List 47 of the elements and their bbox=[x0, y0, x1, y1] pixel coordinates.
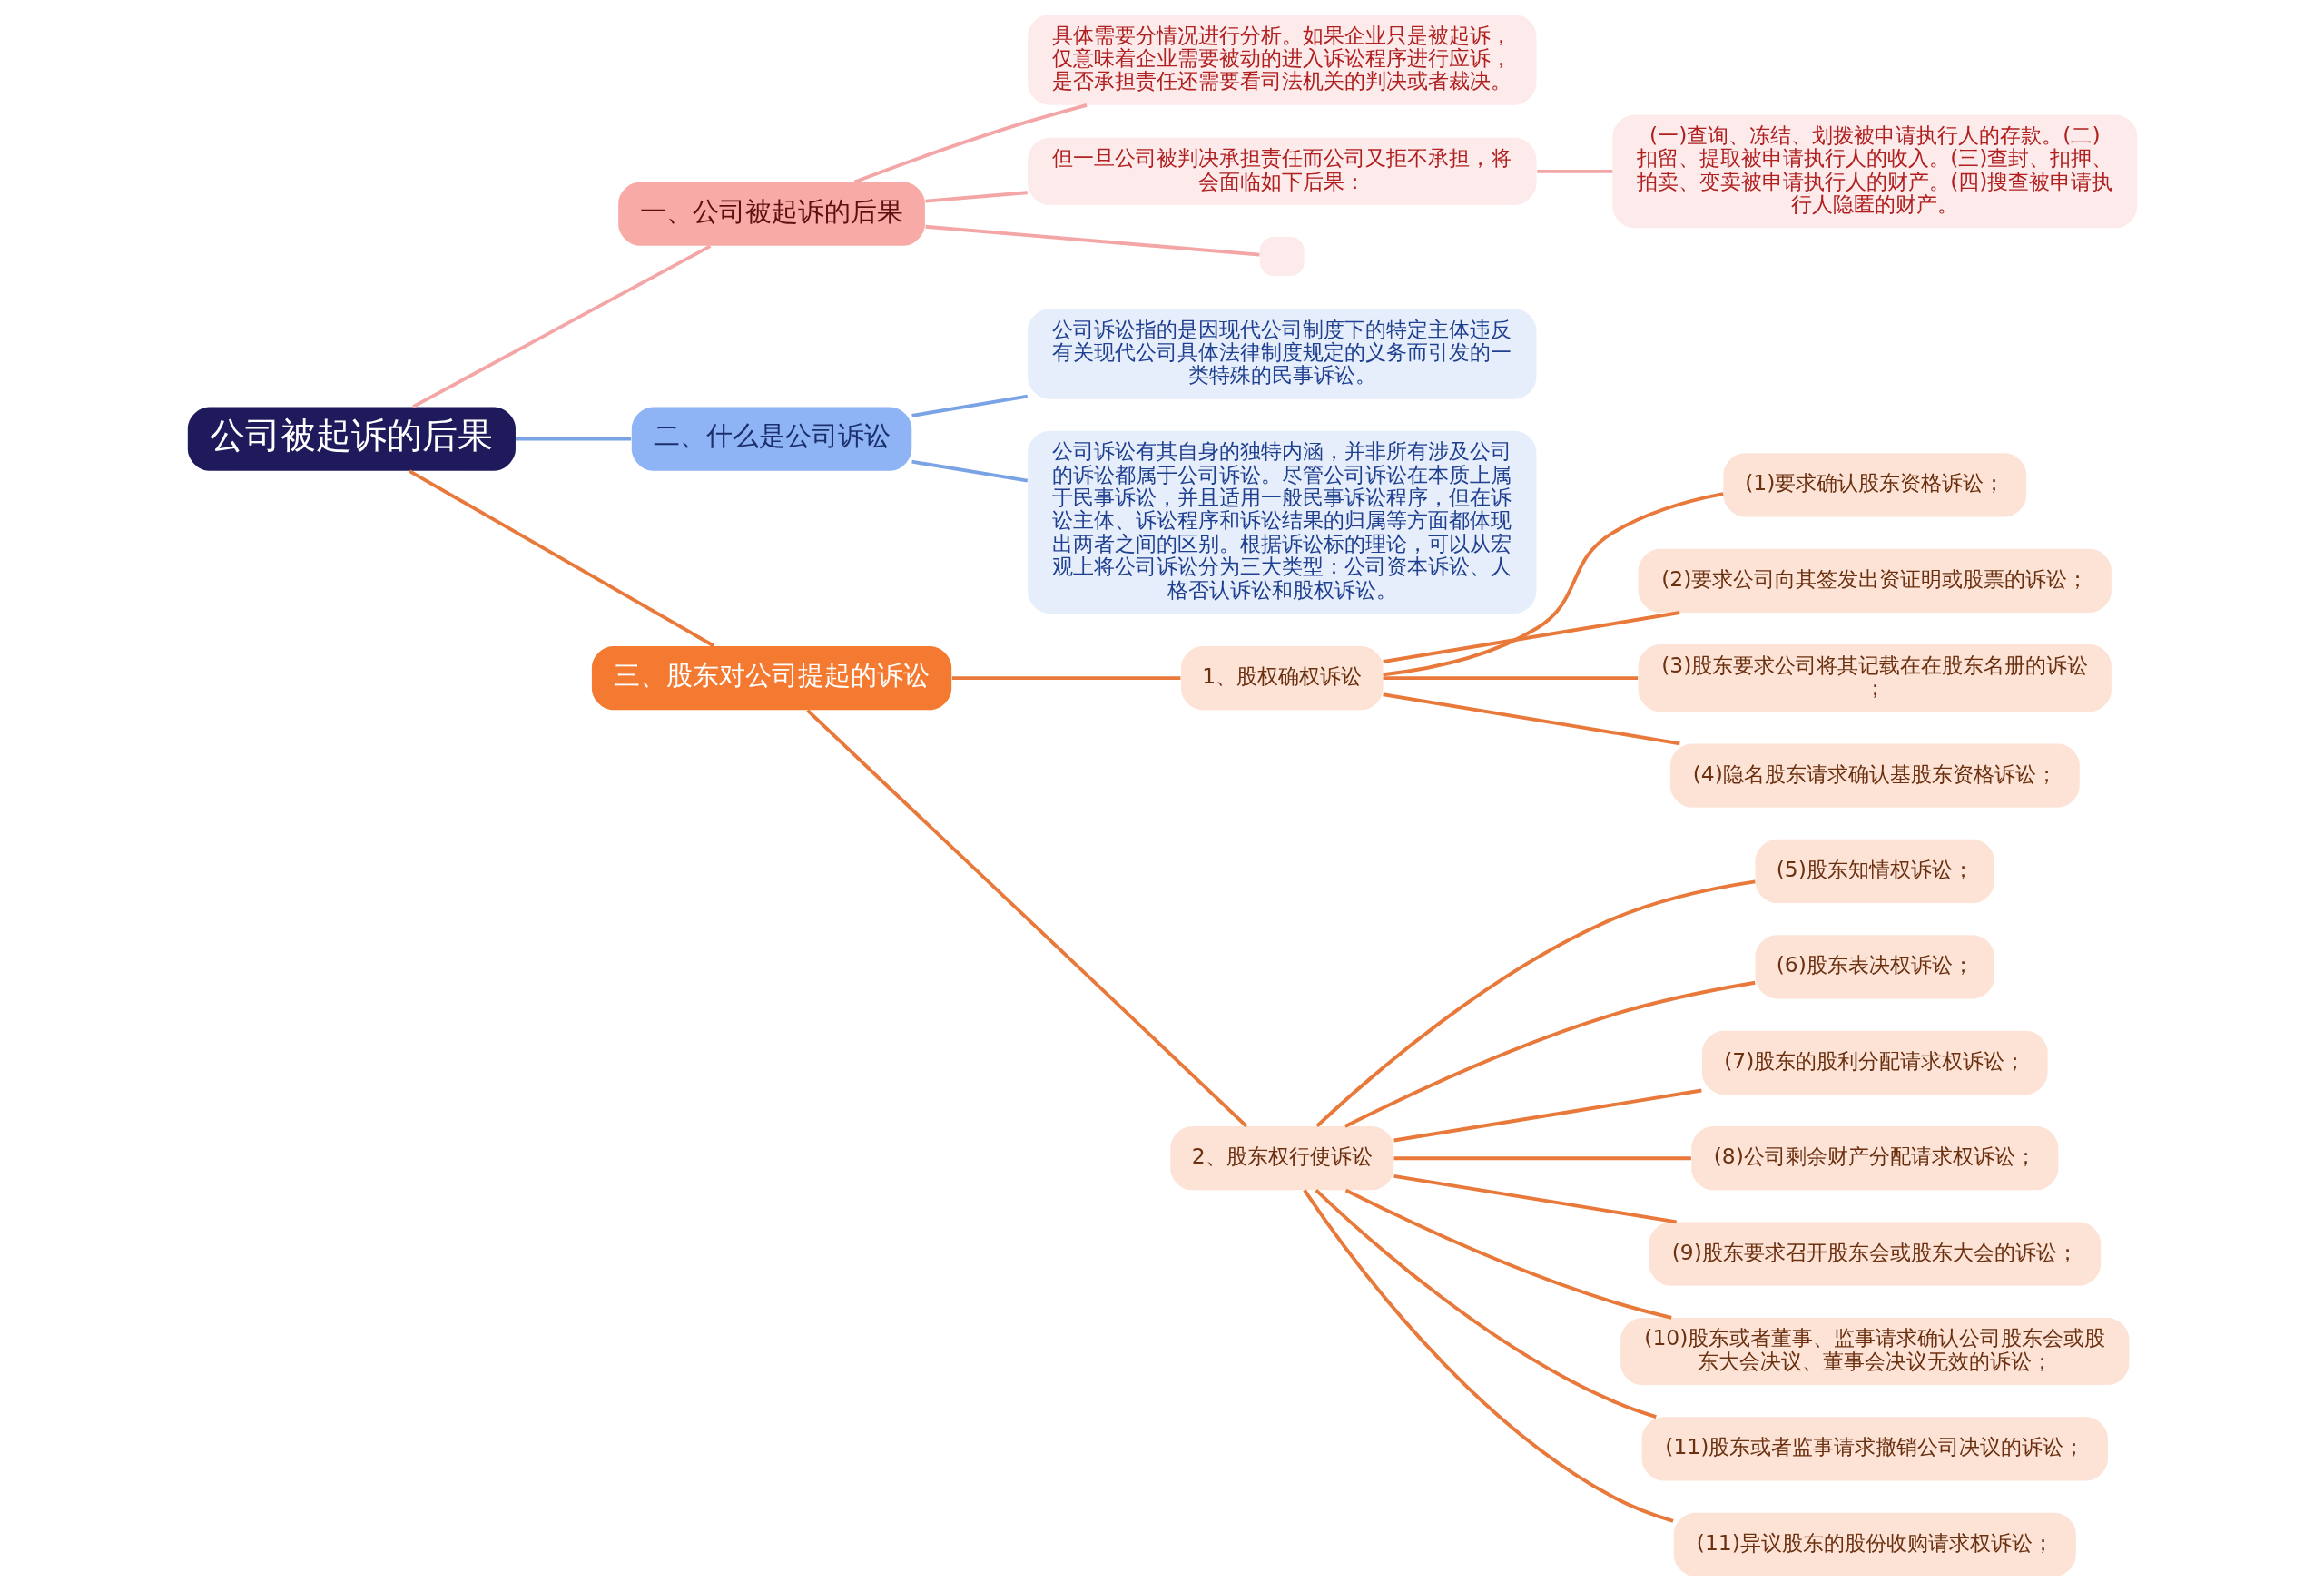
node-box: 二、什么是公司诉讼 bbox=[631, 407, 911, 471]
connector bbox=[924, 191, 1028, 203]
node-box: 具体需要分情况进行分析。如果企业只是被起诉，仅意味着企业需要被动的进入诉讼程序进行应诉，是否承担责任还需要看司法机关的判决或者裁决。 bbox=[1027, 15, 1536, 105]
connector bbox=[1302, 1189, 1674, 1523]
node-box: (1)要求确认股东资格诉讼； bbox=[1722, 453, 2026, 517]
node-box: 2、股东权行使诉讼 bbox=[1169, 1126, 1393, 1191]
node-box: (11)异议股东的股份收购请求权诉讼； bbox=[1673, 1512, 2076, 1576]
node-box: (3)股东要求公司将其记载在在股东名册的诉讼； bbox=[1638, 644, 2112, 712]
connector bbox=[853, 103, 1088, 184]
connector bbox=[924, 224, 1260, 257]
node-box: (10)股东或者董事、监事请求确认公司股东会或股东大会决议、董事会决议无效的诉讼； bbox=[1620, 1317, 2129, 1386]
node-box: (9)股东要求召开股东会或股东大会的诉讼； bbox=[1648, 1222, 2101, 1286]
node-box: 公司诉讼有其自身的独特内涵，并非所有涉及公司的诉讼都属于公司诉讼。尽管公司诉讼在本质上属于民事诉讼，并且适用一般民事诉讼程序，但在诉讼主体、诉讼程序和诉讼结果的归属等方面都体现出两者之间的区别。根据诉讼标的理论，可以从宏观上将公司诉讼分为三大类型：公司资本诉讼、人格否认诉讼和股权诉讼。 bbox=[1027, 430, 1536, 614]
connector bbox=[805, 709, 1247, 1128]
connector bbox=[911, 459, 1028, 483]
connector bbox=[1314, 1188, 1657, 1419]
connector bbox=[951, 676, 1180, 681]
node-box: (5)股东知情权诉讼； bbox=[1755, 839, 1994, 904]
node-box: (6)股东表决权诉讼； bbox=[1755, 935, 1994, 999]
node-box: 1、股权确权诉讼 bbox=[1180, 646, 1384, 711]
connector bbox=[1344, 980, 1756, 1128]
connector bbox=[1315, 879, 1756, 1128]
node-box: (一)查询、冻结、划拨被申请执行人的存款。(二)扣留、提取被申请执行人的收入。(三)查封、扣押、拍卖、变卖被申请执行人的财产。(四)搜查被申请执行人隐匿的财产。 bbox=[1611, 114, 2137, 229]
connector bbox=[1382, 692, 1680, 746]
connector bbox=[1382, 492, 1724, 677]
node-box: 三、股东对公司提起的诉讼 bbox=[591, 646, 951, 711]
connector bbox=[1383, 676, 1638, 681]
node-box: 公司被起诉的后果 bbox=[187, 407, 516, 471]
connector bbox=[1344, 1188, 1672, 1320]
connector bbox=[1393, 1156, 1691, 1161]
node-box bbox=[1259, 237, 1305, 277]
connector bbox=[911, 394, 1028, 417]
connector bbox=[408, 469, 714, 648]
node-box: (8)公司剩余财产分配请求权诉讼； bbox=[1690, 1126, 2058, 1191]
node-box: 但一旦公司被判决承担责任而公司又拒不承担，将会面临如下后果： bbox=[1027, 137, 1536, 205]
connector bbox=[515, 437, 631, 441]
node-box: (11)股东或者监事请求撤销公司决议的诉讼； bbox=[1641, 1417, 2108, 1481]
node-box: (2)要求公司向其签发出资证明或股票的诉讼； bbox=[1638, 548, 2112, 613]
connector bbox=[1536, 169, 1612, 173]
node-box: (4)隐名股东请求确认基股东资格诉讼； bbox=[1669, 743, 2080, 808]
connector bbox=[411, 244, 711, 408]
node-box: 一、公司被起诉的后果 bbox=[617, 182, 925, 246]
connector bbox=[1393, 1088, 1702, 1143]
connector bbox=[1382, 611, 1680, 663]
connector bbox=[1393, 1174, 1677, 1224]
node-box: (7)股东的股利分配请求权诉讼； bbox=[1701, 1030, 2048, 1095]
node-box: 公司诉讼指的是因现代公司制度下的特定主体违反有关现代公司具体法律制度规定的义务而引发的一类特殊的民事诉讼。 bbox=[1027, 309, 1536, 399]
